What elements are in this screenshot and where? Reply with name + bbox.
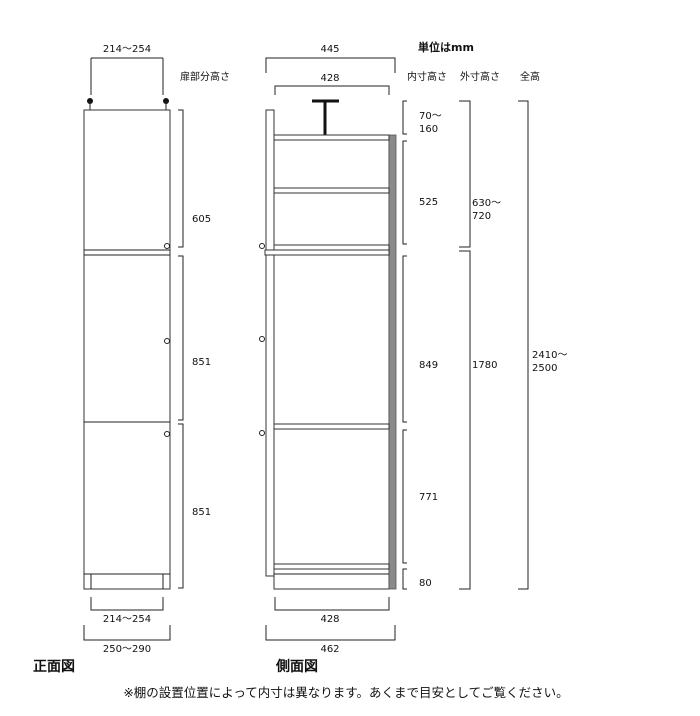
side-outer-height-2: 1780 (472, 360, 497, 371)
front-view: 214〜254 605 851 851 214〜254 250〜290 正面図 (33, 44, 211, 675)
header-door-height: 扉部分高さ (180, 70, 230, 83)
header-inner-height: 内寸高さ (407, 70, 447, 83)
side-shelf-1 (273, 187, 390, 194)
front-top-width-label: 214〜254 (103, 44, 151, 55)
side-outer-bracket-2 (459, 250, 471, 590)
side-bottom-board (273, 563, 390, 570)
front-bottom-outer-dim (83, 625, 171, 641)
front-bottom-inner-width: 214〜254 (103, 614, 151, 625)
front-cabinet-body (83, 109, 171, 590)
front-bottom-outer-width: 250〜290 (103, 644, 151, 655)
side-inner-width-label: 428 (320, 73, 339, 84)
side-view-title: 側面図 (275, 658, 318, 675)
front-door-knob-2 (164, 338, 170, 344)
side-outer-bracket-1 (459, 100, 471, 248)
front-door-height-2: 851 (192, 357, 211, 368)
header-outer-height: 外寸高さ (460, 70, 500, 83)
front-view-title: 正面図 (33, 659, 75, 675)
side-middle-board (264, 249, 390, 256)
side-top-width-dim (265, 57, 396, 73)
front-door-height-bracket-3 (178, 423, 184, 589)
footnote: ※棚の設置位置によって内寸は異なります。あくまで目安としてご覧ください。 (123, 685, 568, 700)
side-inner-height-2: 525 (419, 197, 438, 208)
front-bottom-inner-dim (90, 597, 164, 611)
side-top-board (273, 134, 390, 141)
side-inner-bracket-2 (402, 140, 407, 245)
side-bottom-inner-dim (274, 597, 390, 611)
front-door-knob-3 (164, 431, 170, 437)
side-inner-height-1: 70〜160 (419, 111, 442, 135)
side-shelf-2 (273, 244, 390, 251)
side-inner-bracket-4 (402, 429, 407, 564)
side-total-bracket (518, 100, 529, 590)
front-door-knob-1 (164, 243, 170, 249)
side-door-knob-2 (259, 336, 265, 342)
side-bottom-outer-dim (265, 625, 396, 641)
side-inner-bracket-1 (402, 100, 407, 135)
side-inner-height-5: 80 (419, 578, 432, 589)
front-door-height-1: 605 (192, 214, 211, 225)
side-total-height: 2410〜2500 (532, 350, 567, 374)
side-cabinet-body (273, 134, 390, 590)
side-inner-height-4: 771 (419, 492, 438, 503)
side-bottom-outer-width: 462 (320, 644, 339, 655)
unit-label: 単位はmm (418, 40, 474, 54)
header-total-height: 全高 (520, 70, 540, 83)
front-door-height-bracket-1 (178, 109, 184, 248)
side-top-width-label: 445 (320, 44, 339, 55)
side-inner-width-dim (274, 85, 390, 95)
side-back-panel (388, 134, 397, 590)
side-inner-bracket-5 (402, 568, 407, 590)
side-inner-height-3: 849 (419, 360, 438, 371)
side-shelf-3 (273, 423, 390, 430)
front-door-height-3: 851 (192, 507, 211, 518)
side-door-knob-1 (259, 243, 265, 249)
side-door-knob-3 (259, 430, 265, 436)
side-outer-height-1: 630〜720 (472, 198, 501, 222)
front-door-height-bracket-2 (178, 255, 184, 421)
side-view: 445 428 70〜160 525 849 771 80 (259, 44, 567, 675)
side-bottom-inner-width: 428 (320, 614, 339, 625)
side-inner-bracket-3 (402, 255, 407, 423)
side-door-panel (265, 109, 275, 577)
